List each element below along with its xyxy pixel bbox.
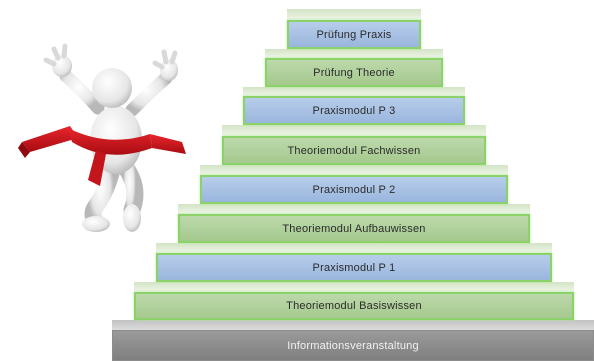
step-pruefung-theorie: Prüfung Theorie bbox=[265, 58, 443, 87]
step-riser bbox=[178, 204, 530, 214]
step-riser bbox=[156, 243, 552, 253]
step-riser bbox=[134, 282, 574, 292]
step-theoriemodul-fachwissen: Theoriemodul Fachwissen bbox=[222, 136, 486, 165]
step-pruefung-praxis: Prüfung Praxis bbox=[287, 20, 421, 49]
runner-finish-line-icon bbox=[18, 43, 186, 232]
step-riser bbox=[222, 125, 486, 136]
step-riser bbox=[243, 87, 465, 96]
step-riser bbox=[112, 320, 594, 330]
step-praxismodul-p3: Praxismodul P 3 bbox=[243, 96, 465, 125]
step-theoriemodul-aufbauwissen: Theoriemodul Aufbauwissen bbox=[178, 214, 530, 243]
step-theoriemodul-basiswissen: Theoriemodul Basiswissen bbox=[134, 292, 574, 320]
step-riser bbox=[287, 9, 421, 20]
finish-ribbon-left bbox=[22, 126, 78, 152]
step-praxismodul-p2: Praxismodul P 2 bbox=[200, 175, 508, 204]
step-riser bbox=[265, 49, 443, 58]
step-informationsveranstaltung: Informationsveranstaltung bbox=[112, 330, 594, 361]
finish-ribbon-front bbox=[68, 128, 152, 155]
step-praxismodul-p1: Praxismodul P 1 bbox=[156, 253, 552, 282]
step-riser bbox=[200, 165, 508, 175]
